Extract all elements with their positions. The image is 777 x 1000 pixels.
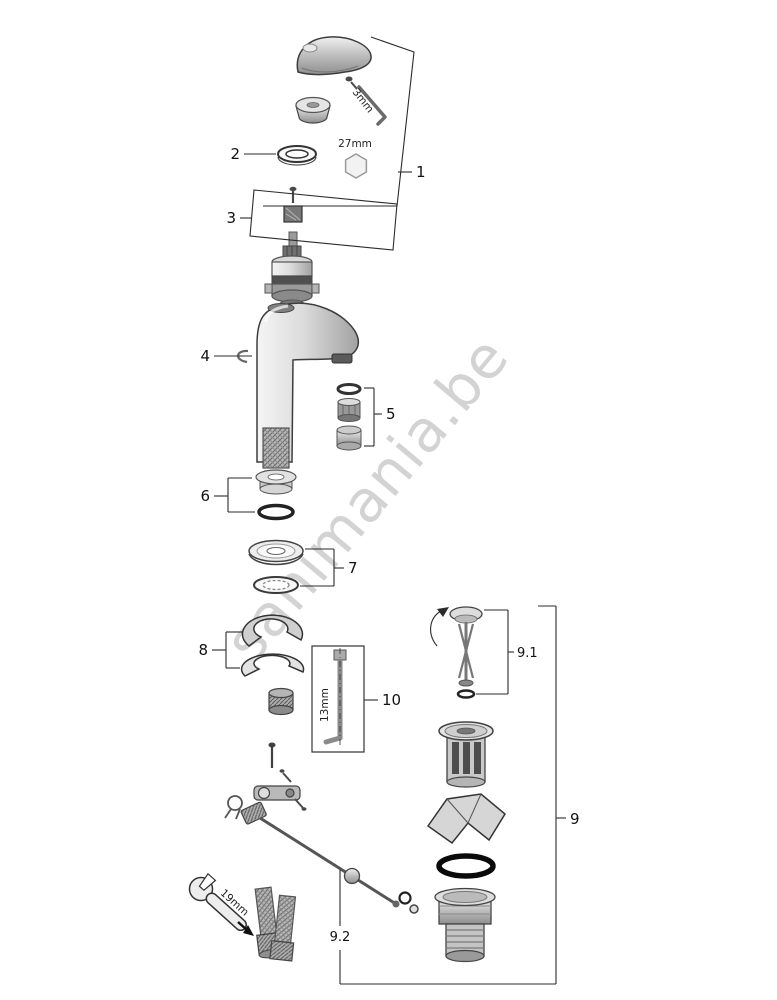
part7-callout: 7 xyxy=(300,548,358,587)
part2-ring-group xyxy=(277,145,317,166)
part6-seal-group xyxy=(255,469,297,521)
part5-aerator-group xyxy=(336,383,362,451)
plug-oring xyxy=(456,689,476,699)
hex-nut-icon xyxy=(344,153,368,179)
part5-callout: 5 xyxy=(364,387,396,447)
cartridge-nut xyxy=(283,205,303,223)
part92-rod-group xyxy=(224,742,419,914)
part7-escutcheon-group xyxy=(248,539,304,594)
part10-key-group: 13mm xyxy=(311,645,365,753)
braided-hose-1 xyxy=(254,886,278,936)
part3-callout: 3 xyxy=(226,189,398,251)
handle-logo-dot xyxy=(302,43,318,53)
lift-rod-screw xyxy=(268,742,276,768)
part1-handle-group: 3mm xyxy=(295,36,387,126)
spring-clip xyxy=(224,795,243,820)
part2-callout: 2 xyxy=(230,145,276,163)
temperature-limiter-pin xyxy=(237,349,249,364)
pivot-rod xyxy=(259,816,397,906)
part-label-9: 9 xyxy=(570,810,580,828)
part-label-9-1: 9.1 xyxy=(517,646,538,661)
shank-bushing xyxy=(255,469,297,495)
rotation-arrow-icon xyxy=(430,610,442,647)
hose-ends-group xyxy=(254,886,297,962)
knurled-nut xyxy=(240,801,267,825)
cartridge-screw xyxy=(289,186,297,203)
spout-aerator-end xyxy=(331,353,353,364)
part-label-10: 10 xyxy=(382,691,401,709)
part4-callout: 4 xyxy=(200,347,252,365)
aerator-oring xyxy=(336,383,362,395)
pivot-oring xyxy=(398,891,412,905)
pivot-washer xyxy=(409,904,419,914)
pointer-arrow xyxy=(237,921,248,931)
pivot-clevis xyxy=(253,769,307,811)
base-oring xyxy=(257,503,295,521)
part9-callout: 9 xyxy=(538,605,580,984)
mounting-clamp-upper xyxy=(241,614,304,647)
part1-callout: 1 xyxy=(263,36,426,207)
part6-callout: 6 xyxy=(200,477,255,513)
drain-clamp-wedge xyxy=(426,793,506,845)
pointer-arrowhead xyxy=(243,925,254,936)
escutcheon-rosette xyxy=(248,539,304,566)
part92-callout: 9.2 xyxy=(330,870,556,985)
part-label-8: 8 xyxy=(198,641,208,659)
braided-hose-2 xyxy=(274,894,297,944)
part3-cartridge-group xyxy=(264,186,320,309)
faucet-body xyxy=(256,302,360,463)
escutcheon-gasket xyxy=(253,576,299,594)
handle-cap xyxy=(295,96,331,124)
wrench-19mm-group: 19mm xyxy=(188,872,254,936)
part-label-6: 6 xyxy=(200,487,210,505)
hose-nut-2 xyxy=(269,940,295,962)
part-label-5: 5 xyxy=(386,405,396,423)
hex-27mm-group: 27mm xyxy=(338,138,372,179)
part10-callout: 10 xyxy=(364,691,401,709)
handle-screw xyxy=(345,76,358,90)
threaded-shank-hoses xyxy=(262,427,290,469)
part-label-4: 4 xyxy=(200,347,210,365)
part8-clamp-group xyxy=(240,614,305,677)
part91-callout: 9.1 xyxy=(476,609,538,695)
mounting-horseshoe-washer xyxy=(240,653,305,677)
cartridge-body xyxy=(264,231,320,309)
part8-callout: 8 xyxy=(198,631,242,669)
drain-flange xyxy=(438,721,494,788)
wrench-jaw xyxy=(198,872,217,892)
part-label-3: 3 xyxy=(226,209,236,227)
rotation-arrowhead xyxy=(437,607,449,617)
aerator-insert xyxy=(337,398,361,422)
aerator-shell xyxy=(336,425,362,451)
cap-nut-dimension: 27mm xyxy=(338,138,372,150)
part-label-9-2: 9.2 xyxy=(330,930,351,945)
part-label-2: 2 xyxy=(230,145,240,163)
part91-plug-group xyxy=(430,606,483,699)
part-label-7: 7 xyxy=(348,559,358,577)
part4-body-group xyxy=(237,302,360,469)
part10-box xyxy=(311,645,365,753)
mounting-nut xyxy=(268,687,294,716)
drain-body xyxy=(434,887,496,963)
socket-key-dimension: 13mm xyxy=(319,688,331,722)
hex-key-3mm-icon: 3mm xyxy=(350,85,387,126)
part-label-1: 1 xyxy=(416,163,426,181)
drain-oring xyxy=(436,853,496,879)
pivot-ball xyxy=(343,867,361,885)
